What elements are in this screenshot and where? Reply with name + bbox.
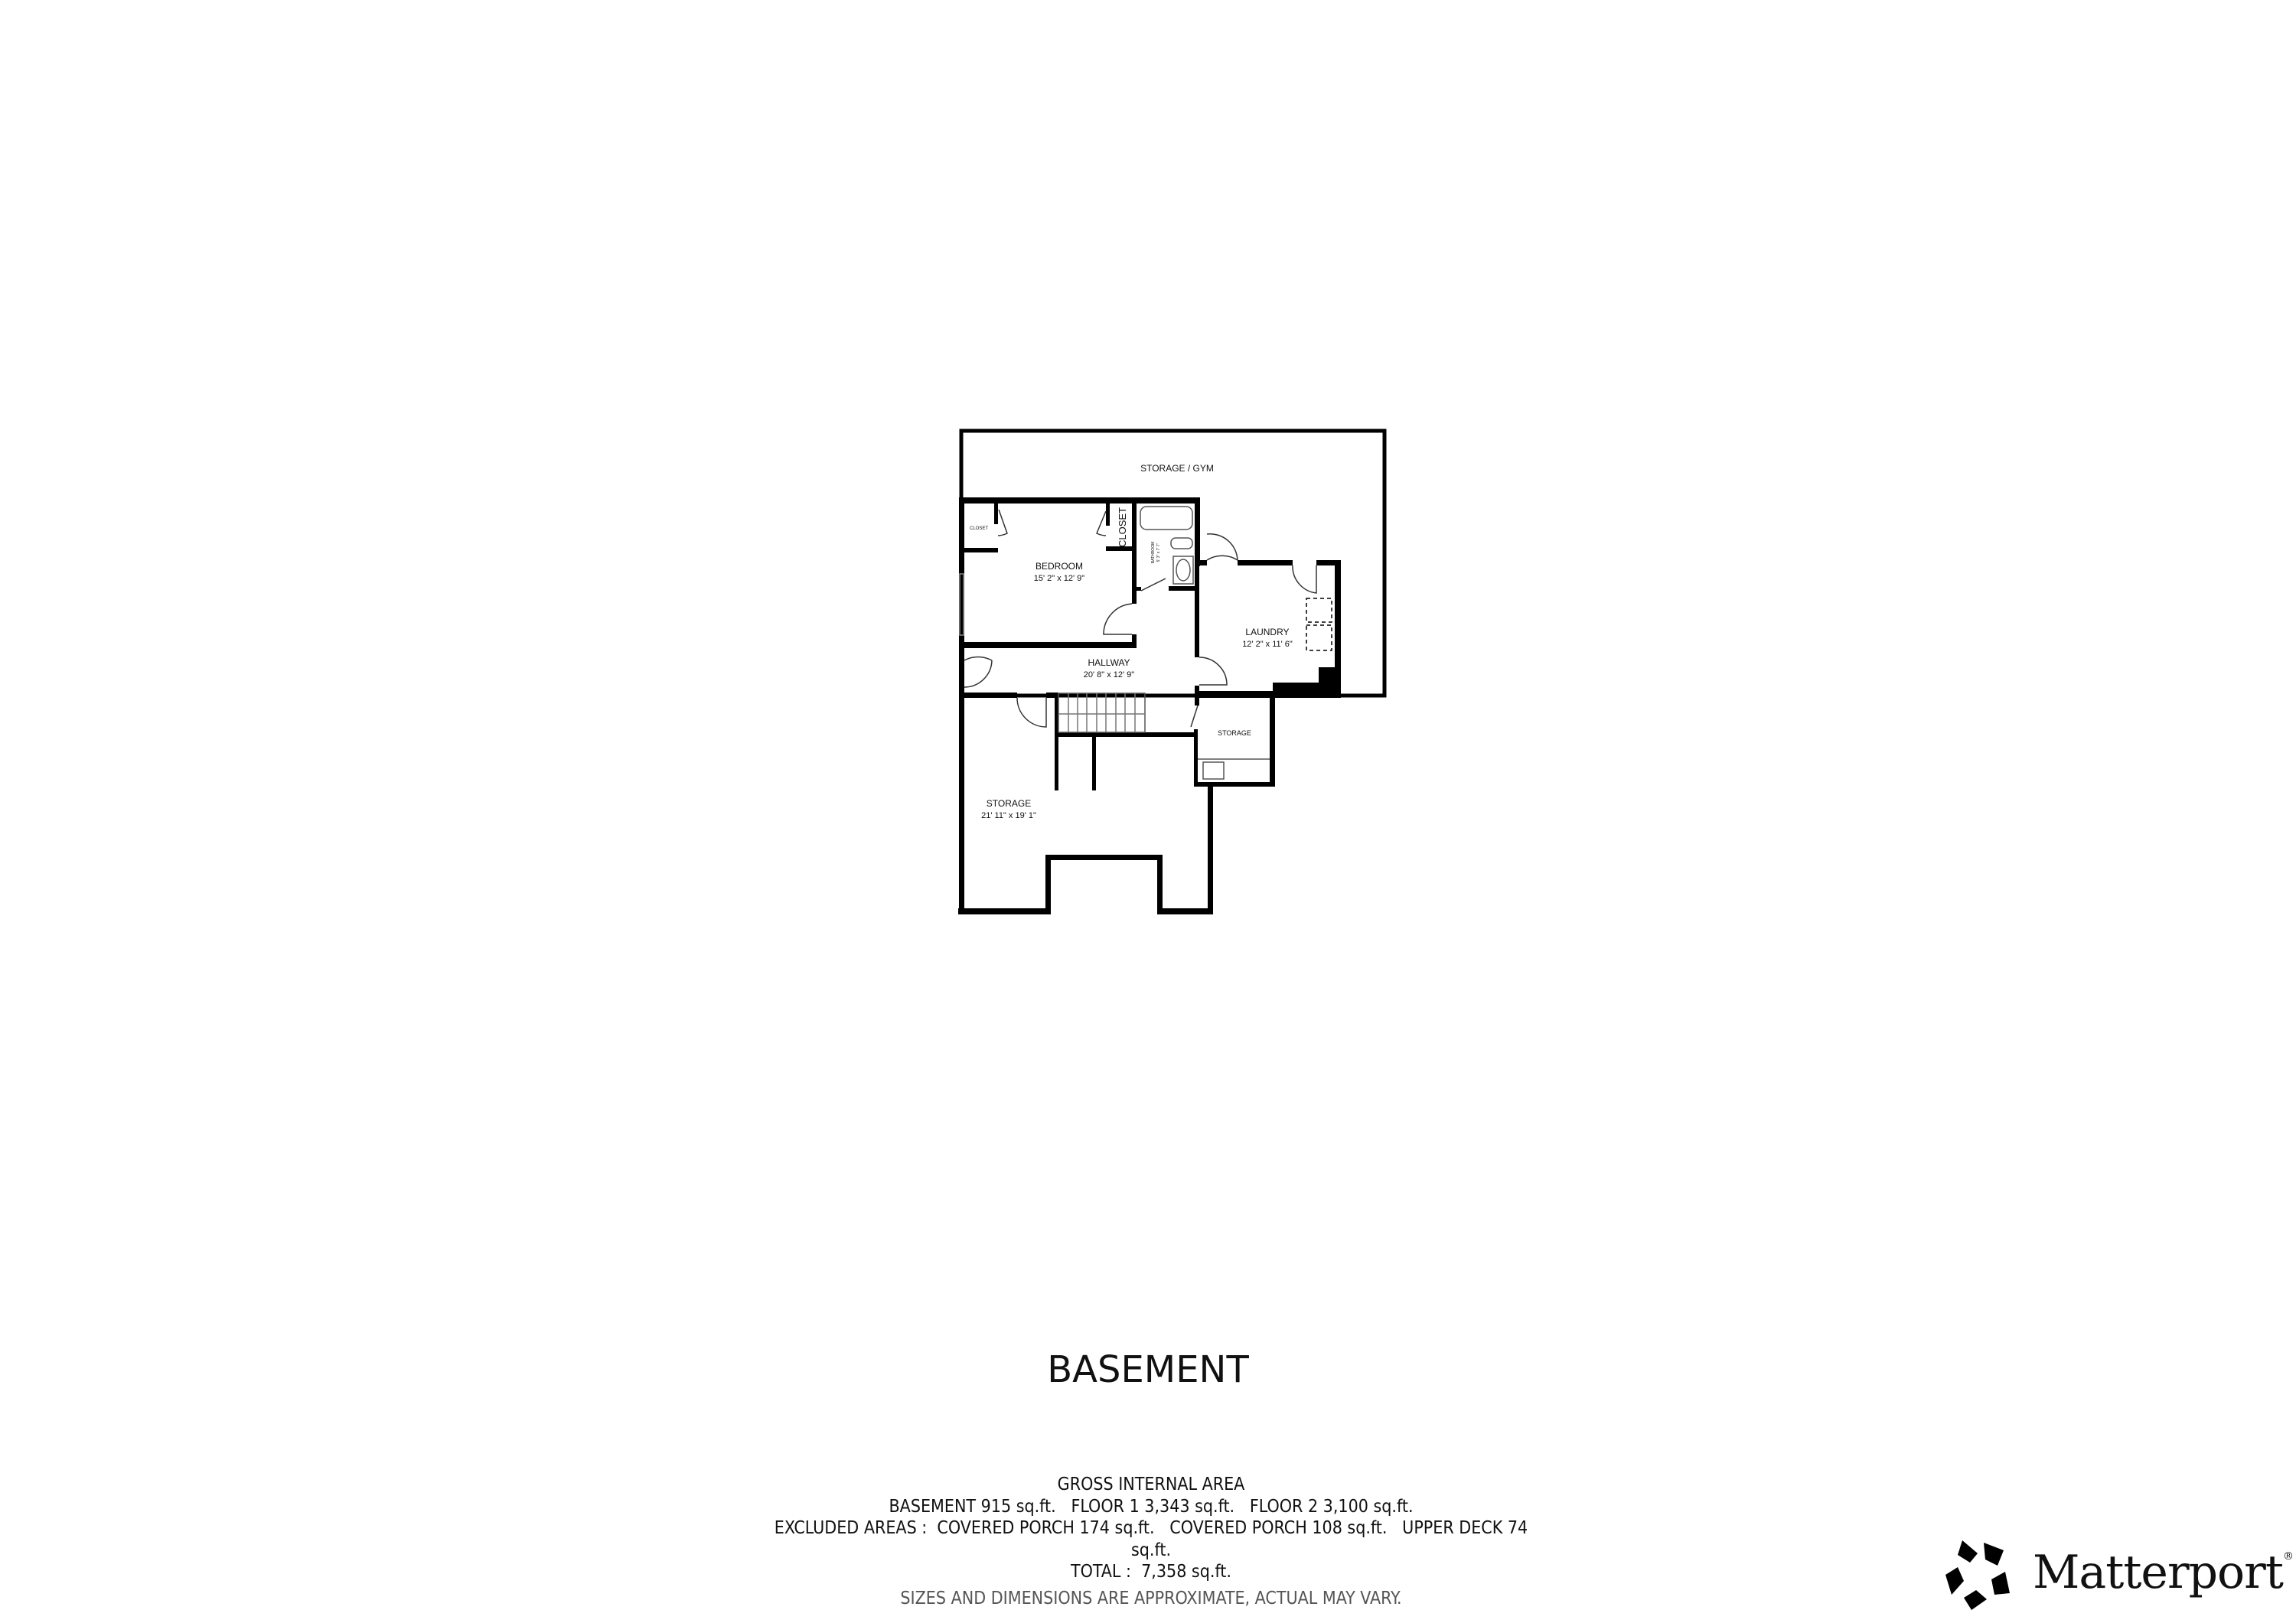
room-storage-main-dims: 21' 11" x 19' 1" (981, 811, 1036, 820)
room-storage-small: STORAGE (1218, 729, 1251, 737)
area-line-3: sq.ft. (1130, 1540, 1172, 1560)
water-heater-icon (1202, 761, 1225, 780)
area-total: TOTAL : 7,358 sq.ft. (1071, 1562, 1231, 1582)
window (959, 573, 964, 636)
walls (958, 429, 1387, 914)
room-bedroom: BEDROOM (1035, 561, 1083, 572)
room-hallway: HALLWAY (1088, 657, 1130, 668)
room-hallway-dims: 20' 8" x 12' 9" (1084, 670, 1135, 680)
sink-icon (1172, 556, 1194, 585)
room-bathroom: BATHROOM (1151, 542, 1156, 564)
room-closet-small: CLOSET (970, 526, 988, 531)
toilet-icon (1170, 537, 1193, 549)
fixtures (959, 506, 1332, 780)
stair-treads (1058, 693, 1145, 732)
room-bedroom-dims: 15' 2" x 12' 9" (1034, 574, 1085, 583)
area-summary: GROSS INTERNAL AREA BASEMENT 915 sq.ft. … (0, 1474, 2296, 1609)
washer-icon (1306, 598, 1332, 623)
registered-mark: ® (2282, 1550, 2294, 1563)
room-bathroom-dims: 5' 3" x 7' 7" (1156, 543, 1161, 562)
matterport-mark-icon (1945, 1540, 2010, 1610)
room-labels: STORAGE / GYM CLOSET CLOSET BEDROOM 15' … (970, 463, 1293, 820)
area-line-2: EXCLUDED AREAS : COVERED PORCH 174 sq.ft… (774, 1518, 1528, 1538)
area-line-1: BASEMENT 915 sq.ft. FLOOR 1 3,343 sq.ft.… (889, 1496, 1414, 1517)
room-storage-main: STORAGE (987, 798, 1031, 809)
floor-title: BASEMENT (1047, 1348, 1249, 1391)
stairs (1058, 693, 1146, 733)
bathtub-icon (1140, 506, 1193, 530)
room-laundry: LAUNDRY (1245, 627, 1289, 637)
disclaimer: SIZES AND DIMENSIONS ARE APPROXIMATE, AC… (900, 1588, 1402, 1608)
matterport-logo: Matterport® (1941, 1537, 2294, 1613)
logo-text: Matterport (2033, 1546, 2284, 1599)
dryer-icon (1306, 624, 1332, 651)
room-storage-gym: STORAGE / GYM (1140, 463, 1214, 474)
room-laundry-dims: 12' 2" x 11' 6" (1242, 640, 1293, 649)
room-closet: CLOSET (1117, 507, 1128, 547)
doors (964, 509, 1317, 728)
area-heading: GROSS INTERNAL AREA (1057, 1475, 1245, 1494)
